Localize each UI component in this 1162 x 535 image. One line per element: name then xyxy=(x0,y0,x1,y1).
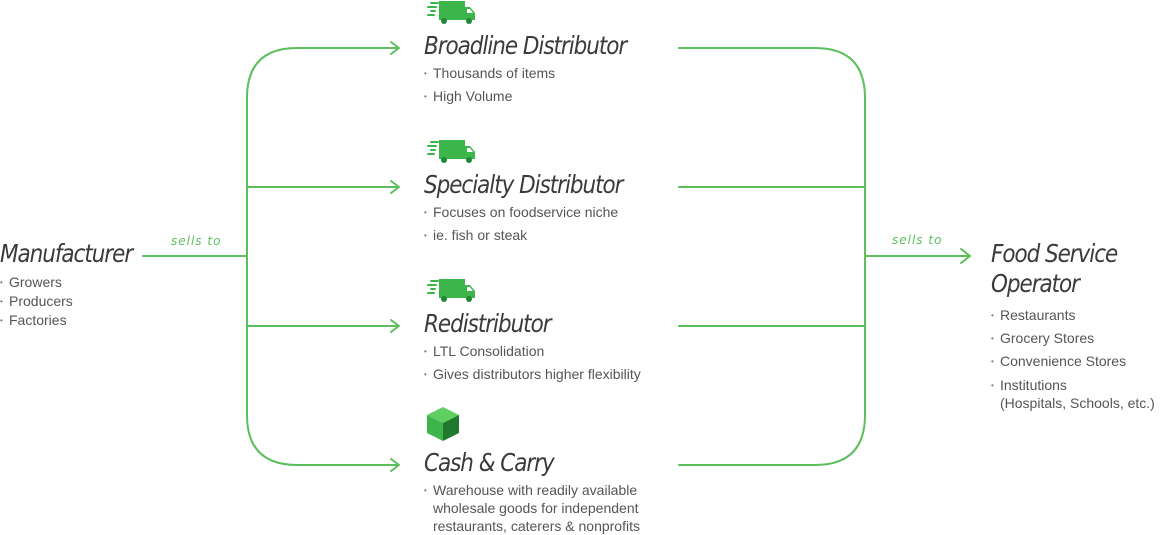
operator-title-line1: Food Service xyxy=(991,239,1118,268)
broadline-distributor-list: Thousands of items High Volume xyxy=(424,62,659,108)
specialty-distributor-list: Focuses on foodservice niche ie. fish or… xyxy=(424,201,655,247)
operator-title-line2: Operator xyxy=(991,269,1080,298)
institutions-text: Institutions (Hospitals, Schools, etc.) xyxy=(1000,377,1155,411)
list-item: Producers xyxy=(0,292,154,311)
arrowhead-broadline xyxy=(390,41,400,55)
list-item: LTL Consolidation xyxy=(424,340,641,363)
list-item: Focuses on foodservice niche xyxy=(424,201,655,224)
manufacturer-list: Growers Producers Factories xyxy=(0,273,154,330)
broadline-distributor-block: Broadline Distributor Thousands of items… xyxy=(424,31,659,108)
box-icon xyxy=(427,407,459,441)
broadline-distributor-title: Broadline Distributor xyxy=(424,31,627,60)
arrowhead-specialty xyxy=(390,180,400,194)
arrowhead-operator xyxy=(960,248,971,264)
cash-and-carry-list: Warehouse with readily available wholesa… xyxy=(424,481,640,535)
operator-list: Restaurants Grocery Stores Convenience S… xyxy=(991,304,1155,412)
cash-and-carry-title: Cash & Carry xyxy=(424,448,555,477)
list-item: Warehouse with readily available wholesa… xyxy=(424,481,640,535)
list-item: Gives distributors higher flexibility xyxy=(424,363,641,386)
cash-and-carry-block: Cash & Carry Warehouse with readily avai… xyxy=(424,448,640,535)
truck-icon xyxy=(427,140,475,163)
list-item: Factories xyxy=(0,311,154,330)
list-item: Grocery Stores xyxy=(991,327,1155,350)
redistributor-list: LTL Consolidation Gives distributors hig… xyxy=(424,340,641,386)
food-service-operator-block: Food Service Operator Restaurants Grocer… xyxy=(991,239,1155,412)
manufacturer-title: Manufacturer xyxy=(0,239,133,268)
list-item: Growers xyxy=(0,273,154,292)
redistributor-title: Redistributor xyxy=(424,309,552,338)
specialty-distributor-block: Specialty Distributor Focuses on foodser… xyxy=(424,170,655,247)
sells-to-label-left: sells to xyxy=(171,234,222,248)
list-item: Thousands of items xyxy=(424,62,659,85)
list-item: Restaurants xyxy=(991,304,1155,327)
sells-to-label-right: sells to xyxy=(892,233,943,247)
cash-and-carry-description: Warehouse with readily available wholesa… xyxy=(433,482,640,534)
list-item: Convenience Stores xyxy=(991,350,1155,373)
connector-left-bracket xyxy=(246,47,399,466)
specialty-distributor-title: Specialty Distributor xyxy=(424,170,623,199)
arrowhead-redistributor xyxy=(390,319,400,333)
list-item: Institutions (Hospitals, Schools, etc.) xyxy=(991,376,1155,412)
truck-icon xyxy=(427,1,475,24)
manufacturer-block: Manufacturer Growers Producers Factories xyxy=(0,239,154,330)
list-item: ie. fish or steak xyxy=(424,224,655,247)
redistributor-block: Redistributor LTL Consolidation Gives di… xyxy=(424,309,641,386)
list-item: High Volume xyxy=(424,85,659,108)
truck-icon xyxy=(427,279,475,302)
arrowhead-cash-carry xyxy=(390,458,400,472)
connector-right-bracket xyxy=(678,47,866,466)
